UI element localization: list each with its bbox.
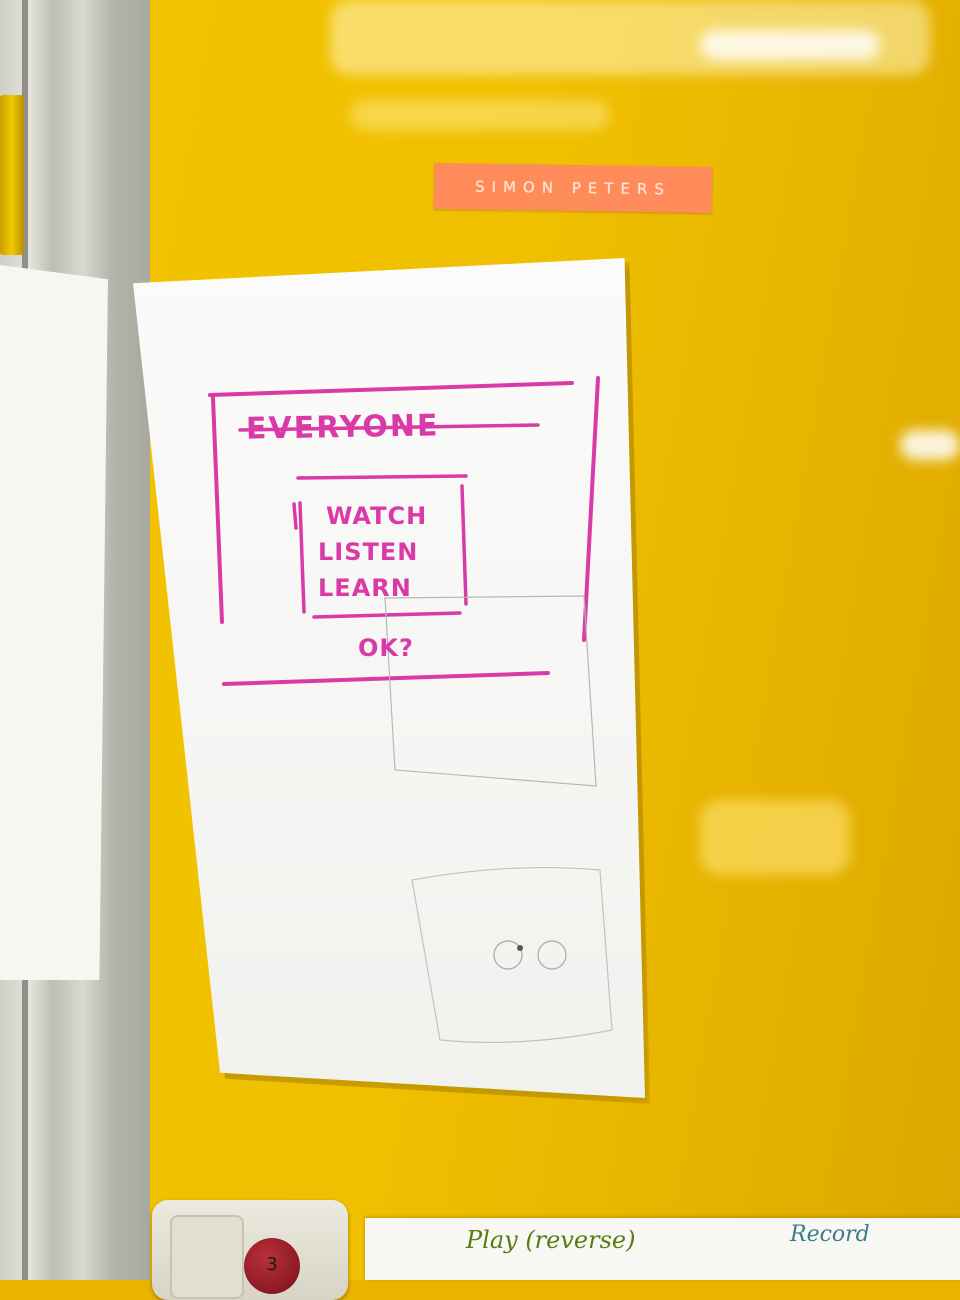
light-reflection — [350, 100, 610, 130]
bottom-paper-sheet — [365, 1218, 960, 1280]
door-hinge — [0, 95, 24, 255]
numbered-red-button: 3 — [244, 1238, 300, 1294]
light-reflection — [700, 800, 850, 875]
sketch-line-listen: LISTEN — [318, 538, 419, 566]
light-reflection — [900, 430, 960, 460]
crossed-out-heading: EVERYONE — [245, 408, 440, 447]
play-reverse-note: Play (reverse) — [466, 1226, 636, 1254]
button-number: 3 — [266, 1254, 278, 1275]
sketch-line-watch: WATCH — [326, 502, 428, 530]
left-paper-sheet — [0, 265, 108, 980]
light-reflection — [700, 30, 880, 60]
switch-panel — [170, 1215, 244, 1299]
sketch-question: OK? — [358, 634, 414, 662]
record-note: Record — [790, 1222, 870, 1247]
sketch-line-learn: LEARN — [318, 574, 412, 602]
